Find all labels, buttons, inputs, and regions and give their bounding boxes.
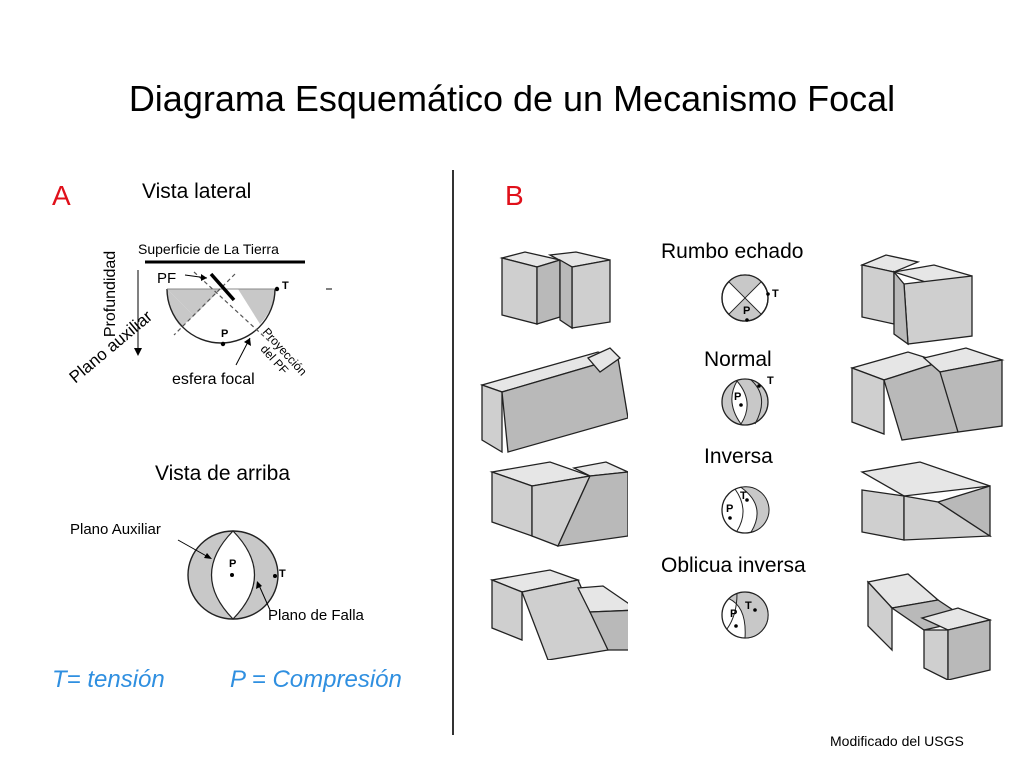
t-label: T	[282, 280, 289, 292]
fault-plane	[209, 272, 236, 302]
earth-surface-label: Superficie de La Tierra	[138, 241, 279, 257]
shaded-wedge-left	[166, 289, 194, 327]
depth-arrowhead	[134, 348, 142, 356]
bb3-p-label: P	[726, 503, 734, 515]
side-view-heading: Vista lateral	[142, 180, 252, 203]
legend-tension: T= tensión	[52, 666, 165, 693]
legend-compression: P = Compresión	[230, 666, 402, 693]
top-t-label: T	[279, 568, 286, 580]
top-aux-plane-label: Plano Auxiliar	[70, 521, 161, 538]
fault-plane-pointer-head	[256, 581, 262, 589]
pf-arrowhead	[201, 274, 207, 281]
bb1-t-label: T	[772, 288, 779, 300]
block-reverse-right	[860, 461, 993, 541]
page-title: Diagrama Esquemático de un Mecanismo Foc…	[128, 78, 896, 119]
block-oblique-reverse-left	[489, 569, 628, 660]
focal-sphere-arrowhead	[244, 338, 251, 346]
top-t-point	[273, 574, 277, 578]
block-strike-slip-left	[499, 251, 611, 330]
focal-sphere-label: esfera focal	[172, 371, 255, 388]
shaded-wedge-right	[238, 289, 275, 324]
row-label-normal: Normal	[704, 348, 772, 371]
block-normal-right	[849, 347, 1005, 441]
row-label-strike-slip: Rumbo echado	[661, 240, 804, 263]
block-strike-slip-right	[859, 254, 973, 346]
bb1-p-label: P	[743, 305, 751, 317]
top-view-heading: Vista de arriba	[155, 462, 291, 485]
side-view-diagram	[134, 260, 332, 366]
bb2-t-label: T	[767, 375, 774, 387]
block-normal-left	[479, 347, 628, 454]
panel-a-letter: A	[52, 180, 71, 211]
top-view-diagram	[177, 530, 279, 620]
panel-divider	[452, 170, 454, 735]
aux-plane-pointer	[177, 539, 211, 559]
beachball-strike-slip	[721, 274, 770, 322]
beachball-normal	[721, 378, 769, 426]
top-fault-plane-label: Plano de Falla	[268, 607, 364, 624]
top-p-point	[230, 573, 234, 577]
fault-projection-dashed	[193, 271, 271, 343]
depth-label: Profundidad	[102, 250, 120, 338]
fault-plane-pointer	[257, 582, 271, 611]
p-point	[220, 341, 226, 347]
credit: Modificado del USGS	[830, 733, 964, 749]
top-p-label: P	[229, 558, 237, 570]
shaded-wedge-left-top	[167, 289, 221, 316]
block-oblique-reverse-right	[866, 573, 993, 680]
blocks-left-column	[479, 251, 628, 660]
bb4-t-label: T	[745, 600, 752, 612]
block-reverse-left	[489, 461, 628, 547]
bb4-p-label: P	[730, 608, 738, 620]
panel-b-letter: B	[505, 180, 524, 211]
aux-plane-pointer-head	[204, 553, 212, 559]
focal-sphere-arc	[166, 288, 276, 344]
row-label-oblique-reverse: Oblicua inversa	[661, 554, 806, 577]
pf-label: PF	[157, 270, 177, 287]
bb3-t-label: T	[740, 490, 747, 502]
bb2-p-label: P	[734, 391, 742, 403]
row-label-reverse: Inversa	[704, 445, 773, 468]
p-label: P	[221, 328, 229, 340]
aux-plane-dashed	[173, 273, 236, 336]
blocks-right-column	[849, 254, 1005, 680]
t-point	[274, 286, 280, 292]
beachball-reverse	[721, 486, 770, 534]
beachball-oblique-reverse	[721, 591, 769, 639]
